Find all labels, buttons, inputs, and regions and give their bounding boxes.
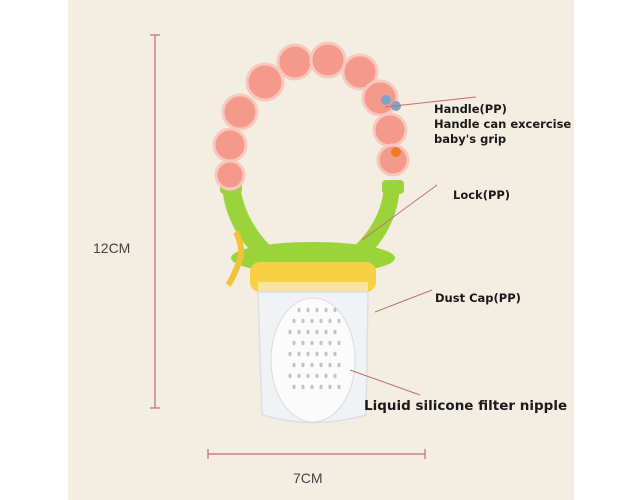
handle-desc-line3: baby's grip	[434, 132, 507, 146]
filter-hole	[333, 373, 337, 379]
filter-hole	[306, 329, 310, 335]
filter-hole	[292, 318, 296, 324]
filter-hole	[333, 329, 337, 335]
filter-hole	[319, 340, 323, 346]
filter-hole	[315, 329, 319, 335]
height-dimension-label: 12CM	[93, 240, 131, 256]
filter-hole	[288, 329, 292, 335]
bead-handle	[212, 41, 410, 191]
filter-hole	[306, 351, 310, 357]
nipple-holes	[288, 307, 341, 390]
filter-hole	[288, 351, 292, 357]
filter-hole	[301, 384, 305, 390]
filter-hole	[292, 384, 296, 390]
filter-hole	[319, 362, 323, 368]
filter-hole	[315, 351, 319, 357]
filter-hole	[301, 362, 305, 368]
filter-hole	[324, 351, 328, 357]
width-dimension-line	[207, 449, 426, 459]
filter-hole	[328, 340, 332, 346]
filter-hole	[310, 384, 314, 390]
height-dimension-line	[150, 34, 160, 409]
leader-lines	[349, 96, 477, 396]
filter-hole	[324, 307, 328, 313]
filter-hole	[297, 329, 301, 335]
filter-hole	[319, 384, 323, 390]
filter-hole	[328, 362, 332, 368]
filter-hole	[333, 307, 337, 313]
filter-hole	[324, 373, 328, 379]
filter-hole	[315, 373, 319, 379]
filter-hole	[301, 318, 305, 324]
filter-hole	[324, 329, 328, 335]
filter-hole	[297, 307, 301, 313]
filter-hole	[337, 340, 341, 346]
filter-hole	[301, 340, 305, 346]
filter-hole	[310, 340, 314, 346]
filter-hole	[310, 362, 314, 368]
handle-desc-line2: Handle can excercise	[434, 117, 572, 131]
filter-hole	[337, 384, 341, 390]
filter-hole	[328, 384, 332, 390]
filter-hole	[292, 362, 296, 368]
filter-hole	[328, 318, 332, 324]
filter-hole	[310, 318, 314, 324]
filter-hole	[333, 351, 337, 357]
filter-hole	[315, 307, 319, 313]
silicone-nipple	[270, 297, 356, 423]
filter-hole	[306, 373, 310, 379]
nipple-label: Liquid silicone filter nipple	[364, 398, 568, 414]
filter-hole	[288, 373, 292, 379]
handle-title: Handle(PP)	[434, 102, 507, 116]
filter-hole	[337, 362, 341, 368]
width-dimension-label: 7CM	[293, 470, 323, 486]
filter-hole	[297, 351, 301, 357]
filter-hole	[292, 340, 296, 346]
lock-label: Lock(PP)	[453, 188, 511, 202]
filter-hole	[319, 318, 323, 324]
handle-label: Handle(PP) Handle can excercise baby's g…	[434, 102, 571, 147]
filter-hole	[337, 318, 341, 324]
cap-tab	[225, 230, 244, 287]
filter-hole	[297, 373, 301, 379]
dust-cap-label: Dust Cap(PP)	[435, 291, 521, 305]
filter-hole	[306, 307, 310, 313]
